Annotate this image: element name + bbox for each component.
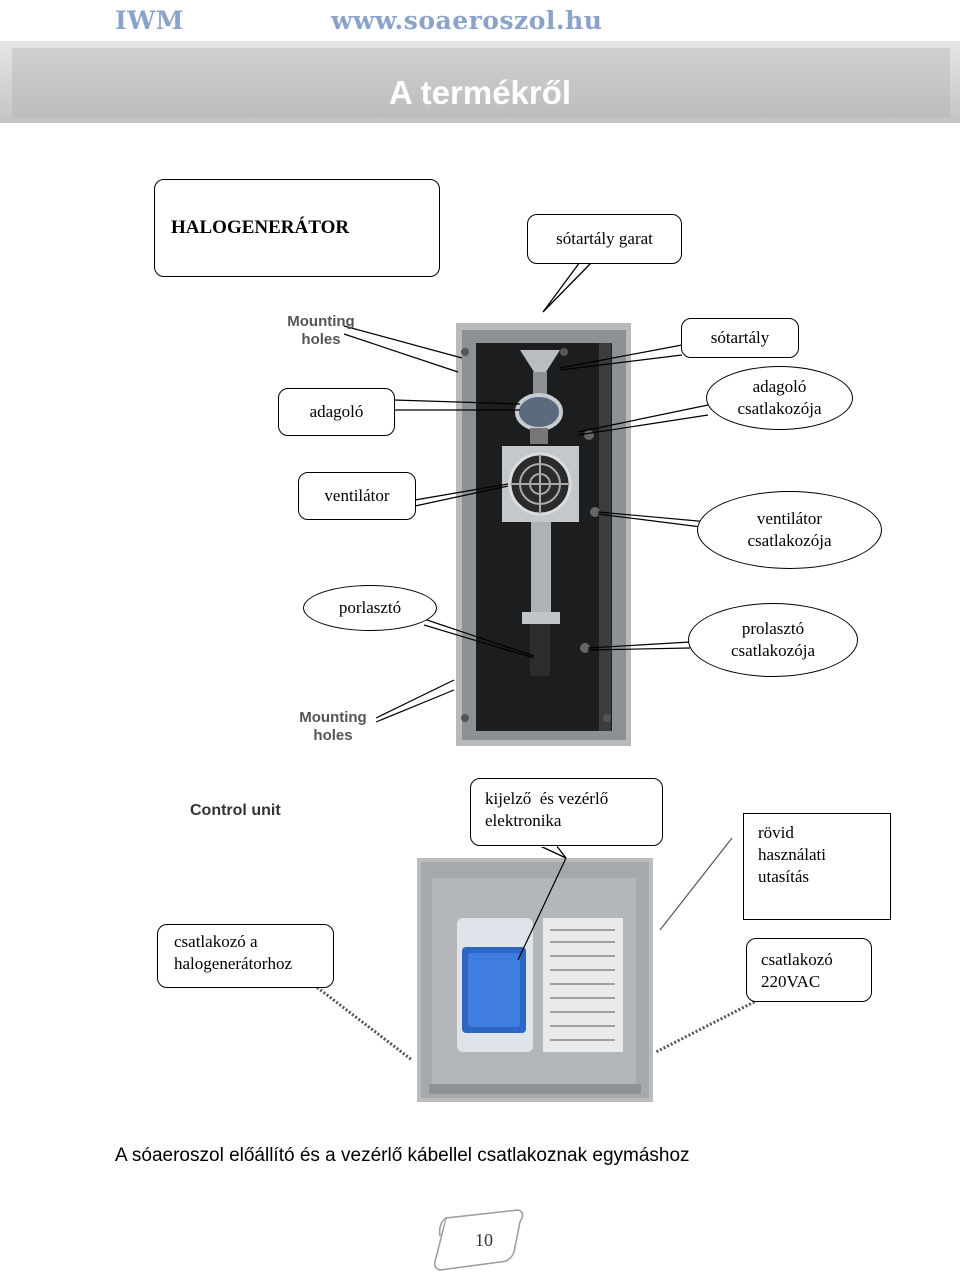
atomizer-connector-line2: csatlakozója — [730, 641, 815, 660]
mounting-holes-bottom-line2: holes — [313, 727, 353, 744]
dispenser-connector-line2: csatlakozója — [737, 399, 822, 418]
callout-atomizer-connector: prolasztó csatlakozója — [688, 603, 858, 677]
mounting-holes-top-line1: Mounting — [287, 313, 355, 330]
callout-fan-connector: ventilátor csatlakozója — [697, 491, 882, 569]
page-title: A termékről — [388, 74, 572, 111]
callout-fan: ventilátor — [298, 472, 416, 520]
fan-connector-line1: ventilátor — [756, 509, 823, 528]
dispenser-connector-line1: adagoló — [752, 377, 807, 396]
manual-line3: utasítás — [758, 867, 809, 886]
figure-caption: A sóaeroszol előállító és a vezérlő kábe… — [115, 1145, 690, 1166]
website-url: www.soaeroszol.hu — [331, 6, 603, 35]
diagram-title: HALOGENERÁTOR — [154, 179, 440, 277]
connector-halo-line2: halogenerátorhoz — [174, 954, 292, 973]
mounting-holes-top-label: Mounting holes — [282, 313, 360, 349]
manual-line1: rövid — [758, 823, 794, 842]
brand-name: IWM — [115, 6, 184, 35]
connector-halo-line1: csatlakozó a — [174, 932, 258, 951]
display-line1: kijelző és vezérlő — [485, 789, 609, 808]
control-unit-photo — [417, 858, 653, 1102]
page-number: 10 — [475, 1230, 493, 1250]
callout-hopper-funnel: sótartály garat — [527, 214, 682, 264]
connector-220-line2: 220VAC — [761, 972, 821, 991]
title-banner-inner — [12, 48, 950, 118]
mounting-holes-bottom-line1: Mounting — [299, 709, 367, 726]
halogenerator-photo — [456, 323, 631, 746]
callout-atomizer: porlasztó — [303, 585, 437, 631]
callout-short-manual: rövid használati utasítás — [743, 813, 891, 920]
fan-connector-line2: csatlakozója — [747, 531, 832, 550]
control-unit-label: Control unit — [190, 802, 281, 819]
connector-220-line1: csatlakozó — [761, 950, 833, 969]
callout-dispenser: adagoló — [278, 388, 395, 436]
page-scroll — [433, 1209, 524, 1271]
pointer-lines — [313, 325, 759, 1062]
manual-line2: használati — [758, 845, 826, 864]
mounting-holes-top-line2: holes — [301, 331, 341, 348]
mounting-holes-bottom-label: Mounting holes — [294, 709, 372, 745]
callout-connector-halogenerator: csatlakozó a halogenerátorhoz — [157, 924, 334, 988]
callout-dispenser-connector: adagoló csatlakozója — [706, 366, 853, 430]
callout-connector-220vac: csatlakozó 220VAC — [746, 938, 872, 1002]
display-line2: elektronika — [485, 811, 562, 830]
callout-display-electronics: kijelző és vezérlő elektronika — [470, 778, 663, 846]
atomizer-connector-line1: prolasztó — [741, 619, 805, 638]
callout-hopper: sótartály — [681, 318, 799, 358]
